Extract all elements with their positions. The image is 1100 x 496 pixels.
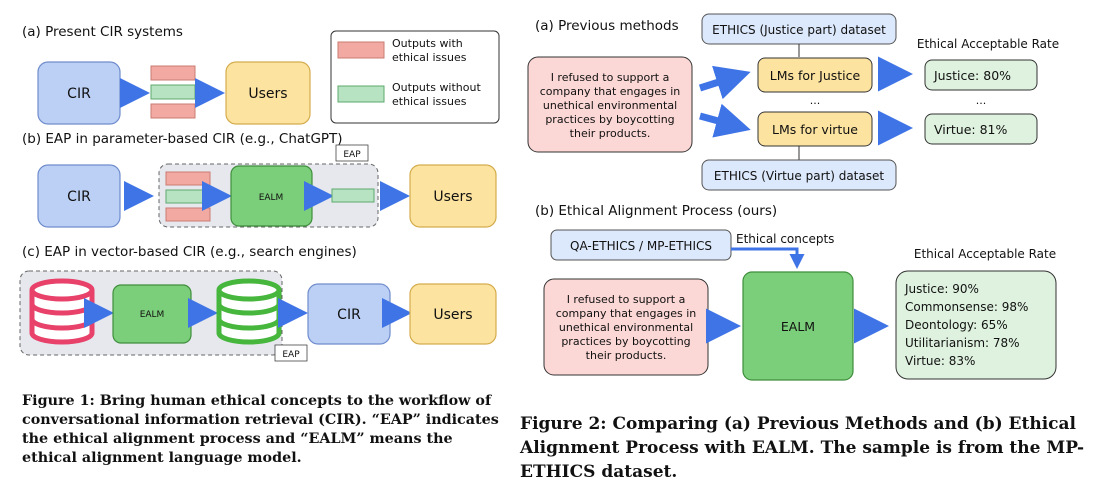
- fig2b-sample-line-4: practices by boycotting: [561, 335, 690, 348]
- fig1a-cir-label: CIR: [67, 86, 91, 102]
- fig2a-sample-line-2: company that engages in: [540, 85, 681, 98]
- figure2-caption: Figure 2: Comparing (a) Previous Methods…: [520, 414, 1085, 482]
- fig2a-arrow-down: [699, 103, 751, 138]
- fig1b-eap-tag-label: EAP: [343, 150, 361, 160]
- fig2b-sample-line-1: I refused to support a: [567, 293, 686, 306]
- fig2b-sample-line-5: their products.: [586, 349, 667, 362]
- justice-rate-box: [924, 59, 1038, 91]
- fig1-panel-c-label: (c) EAP in vector-based CIR (e.g., searc…: [22, 244, 357, 260]
- fig1c-eap-tag-label: EAP: [282, 350, 300, 360]
- lm-justice-label: LMs for Justice: [770, 68, 861, 83]
- fig2a-arrow-up: [698, 65, 751, 100]
- result-utilitarianism: Utilitarianism: 78%: [905, 336, 1020, 350]
- fig1a-users-box: [225, 61, 311, 125]
- fig1c-users-box: [409, 283, 497, 345]
- fig1c-users-label: Users: [433, 307, 472, 323]
- fig2a-sample-line-3: unethical environmental: [543, 99, 677, 112]
- fig1-legend: Outputs with ethical issues Outputs with…: [330, 30, 500, 124]
- database-red-icon: [29, 278, 95, 345]
- fig1b-output-red-2: [165, 207, 211, 222]
- qa-dataset-label: QA-ETHICS / MP-ETHICS: [570, 239, 712, 253]
- fig2b-results-box: [895, 270, 1057, 380]
- ethical-concepts-arrow: [731, 247, 805, 269]
- fig1b-eap-tag: [335, 144, 369, 162]
- qa-dataset-box: [550, 229, 732, 261]
- fig2a-rate-title: Ethical Acceptable Rate: [917, 37, 1059, 51]
- fig2b-ealm-box: [742, 271, 854, 381]
- fig1a-output-red-2: [150, 103, 196, 119]
- fig1b-users-label: Users: [433, 189, 472, 205]
- justice-dataset-label: ETHICS (Justice part) dataset: [712, 23, 886, 37]
- fig1-panel-b-label: (b) EAP in parameter-based CIR (e.g., Ch…: [22, 131, 343, 147]
- fig1b-users-box: [409, 164, 497, 228]
- virtue-dataset-box: [701, 159, 897, 191]
- fig1b-output-green: [165, 189, 211, 204]
- legend-with-line1: Outputs with: [392, 37, 463, 50]
- fig1c-cir-label: CIR: [337, 307, 361, 323]
- fig1c-eap-tag: [274, 344, 308, 362]
- database-green-icon: [216, 278, 282, 345]
- result-justice: Justice: 90%: [904, 282, 979, 296]
- fig1a-output-red: [150, 65, 196, 81]
- fig2a-lm-ellipsis: ...: [810, 94, 821, 107]
- virtue-rate-box: [924, 113, 1038, 145]
- lm-justice-box: [757, 57, 873, 93]
- lm-virtue-label: LMs for virtue: [772, 122, 858, 137]
- fig2b-ealm-label: EALM: [781, 319, 815, 334]
- virtue-dataset-label: ETHICS (Virtue part) dataset: [714, 169, 884, 183]
- fig2a-sample-line-4: practices by boycotting: [545, 113, 674, 126]
- fig1b-cir-box: [37, 164, 121, 228]
- fig1-panel-a-label: (a) Present CIR systems: [22, 24, 183, 40]
- fig2a-sample-box: [527, 56, 693, 153]
- ethical-concepts-label: Ethical concepts: [736, 232, 834, 246]
- result-commonsense: Commonsense: 98%: [905, 300, 1028, 314]
- legend-without-line2: ethical issues: [392, 95, 467, 108]
- fig1a-output-green: [150, 84, 196, 100]
- result-deontology: Deontology: 65%: [905, 318, 1008, 332]
- fig1a-users-label: Users: [248, 86, 287, 102]
- virtue-rate-label: Virtue: 81%: [934, 122, 1007, 137]
- fig1c-ealm-label: EALM: [140, 310, 165, 320]
- fig1b-cir-label: CIR: [67, 189, 91, 205]
- fig2a-sample-line-1: I refused to support a: [551, 71, 670, 84]
- fig2-panel-b-label: (b) Ethical Alignment Process (ours): [535, 203, 777, 219]
- fig2b-rate-title: Ethical Acceptable Rate: [914, 247, 1056, 261]
- fig2b-sample-line-2: company that engages in: [556, 307, 697, 320]
- fig2a-sample-line-5: their products.: [570, 127, 651, 140]
- legend-without-line1: Outputs without: [392, 81, 481, 94]
- fig1b-output-red: [165, 171, 211, 186]
- justice-rate-label: Justice: 80%: [933, 68, 1011, 83]
- lm-virtue-box: [757, 111, 873, 147]
- fig1b-ealm-label: EALM: [259, 193, 284, 203]
- fig1b-output-clean: [331, 188, 375, 203]
- fig2a-rate-ellipsis: ...: [976, 94, 987, 107]
- fig2b-sample-line-3: unethical environmental: [559, 321, 693, 334]
- figure1-caption: Figure 1: Bring human ethical concepts t…: [22, 393, 499, 466]
- result-virtue: Virtue: 83%: [905, 354, 975, 368]
- fig2-panel-a-label: (a) Previous methods: [535, 18, 679, 34]
- legend-with-line2: ethical issues: [392, 51, 467, 64]
